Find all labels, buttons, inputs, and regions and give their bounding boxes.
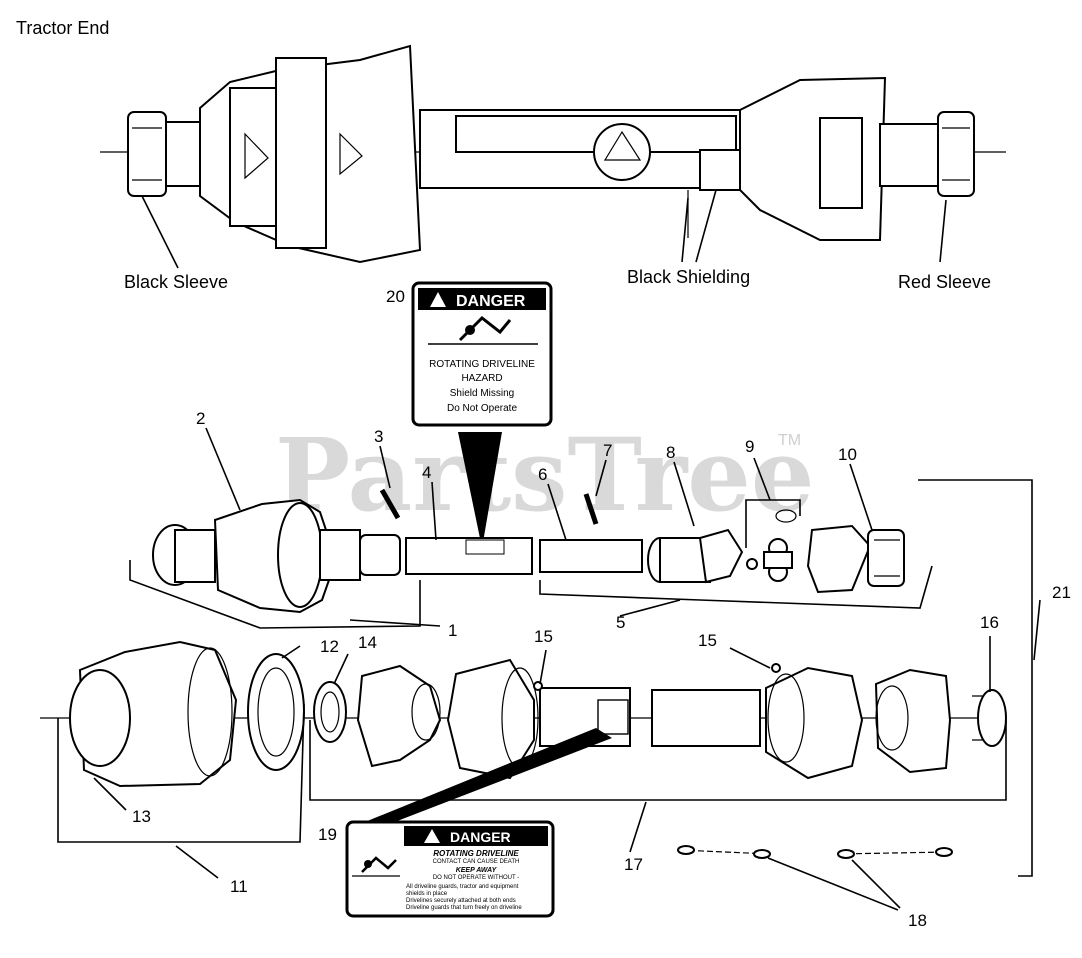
- part-number-13: 13: [132, 807, 151, 826]
- part-9-cross-kit: [746, 509, 797, 582]
- part-number-15-left: 15: [534, 627, 553, 646]
- part-2-cv-joint: [152, 498, 401, 614]
- decal-19-line8: Driveline guards that turn freely on dri…: [406, 905, 522, 911]
- page-title: Tractor End: [16, 18, 109, 38]
- part-number-15-right: 15: [698, 631, 717, 650]
- part-15-grease-fitting-right: [771, 663, 781, 673]
- part-number-8: 8: [666, 443, 675, 462]
- decal-20-header: DANGER: [456, 293, 526, 310]
- part-number-21: 21: [1052, 583, 1071, 602]
- part-number-9: 9: [745, 437, 754, 456]
- callout-black-shielding: Black Shielding: [627, 267, 750, 287]
- part-number-12: 12: [320, 637, 339, 656]
- part-16-bearing: [972, 689, 1007, 747]
- part-number-7: 7: [603, 441, 612, 460]
- warning-triangle-icon: [430, 292, 446, 307]
- decal-19-line2: CONTACT CAN CAUSE DEATH: [433, 859, 520, 865]
- outer-shield-half-right: [765, 666, 864, 780]
- decal-19-pointer: [360, 728, 612, 830]
- part-number-6: 6: [538, 465, 547, 484]
- watermark: PartsTree: [275, 416, 815, 534]
- inner-shield-cone-right: [874, 668, 952, 774]
- shield-tube-right: [651, 689, 761, 747]
- decal-19-line7: Drivelines securely attached at both end…: [406, 898, 516, 904]
- decal-19-line1: ROTATING DRIVELINE: [433, 849, 519, 858]
- watermark-tm: TM: [778, 432, 801, 449]
- part-12-bearing-ring: [247, 653, 305, 771]
- callout-red-sleeve: Red Sleeve: [898, 272, 991, 292]
- decal-20-line3: Shield Missing: [450, 388, 514, 399]
- part-3-pin: [379, 488, 401, 520]
- part-number-19: 19: [318, 825, 337, 844]
- part-number-16: 16: [980, 613, 999, 632]
- part-number-18: 18: [908, 911, 927, 930]
- part-number-1: 1: [448, 621, 457, 640]
- part-14-bearing: [313, 681, 347, 743]
- inner-shield-cone-left: [356, 664, 442, 768]
- part-number-11: 11: [230, 877, 248, 896]
- decal-19-line6: shields in place: [406, 891, 448, 897]
- decal-19-line4: DO NOT OPERATE WITHOUT -: [433, 875, 519, 881]
- callout-black-sleeve: Black Sleeve: [124, 272, 228, 292]
- decal-20-line1: ROTATING DRIVELINE: [429, 359, 535, 370]
- entanglement-hazard-icon-19: [352, 856, 400, 877]
- decal-19-line5: All driveline guards, tractor and equipm…: [406, 884, 519, 890]
- decal-20-pointer: [458, 432, 502, 548]
- part-10-implement-yoke: [806, 524, 905, 594]
- part-13-shield-cone: [69, 640, 238, 788]
- part-18-safety-chains: [677, 845, 953, 859]
- part-8-yoke: [647, 528, 744, 584]
- decal-19-header: DANGER: [450, 829, 511, 845]
- danger-decal-19: DANGER ROTATING DRIVELINE CONTACT CAN CA…: [345, 820, 555, 918]
- part-number-10: 10: [838, 445, 857, 464]
- part-number-2: 2: [196, 409, 205, 428]
- warning-triangle-icon-19: [424, 829, 440, 843]
- entanglement-hazard-icon: [428, 316, 538, 345]
- part-6-outer-tube: [539, 539, 643, 573]
- part-number-5: 5: [616, 613, 625, 632]
- complete-driveline-assembly: [100, 44, 1006, 264]
- part-number-3: 3: [374, 427, 383, 446]
- decal-19-line3: KEEP AWAY: [456, 867, 498, 874]
- decal-20-line4: Do Not Operate: [447, 403, 517, 414]
- part-7-pin: [583, 493, 599, 525]
- decal-20-line2: HAZARD: [461, 373, 502, 384]
- part-number-17: 17: [624, 855, 643, 874]
- part-number-4: 4: [422, 463, 431, 482]
- part-number-14: 14: [358, 633, 377, 652]
- part-number-20: 20: [386, 287, 405, 306]
- danger-decal-20: DANGER ROTATING DRIVELINE HAZARD Shield …: [411, 281, 553, 427]
